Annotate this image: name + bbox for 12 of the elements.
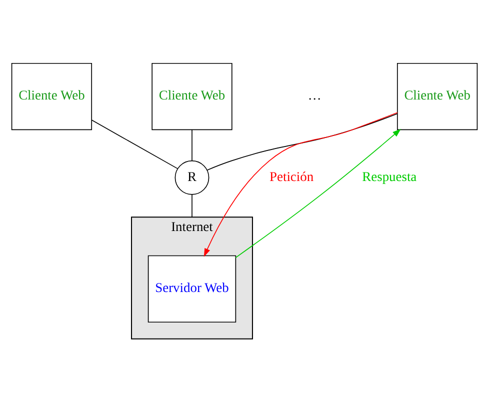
arrow [204,112,398,257]
edge-label: Respuesta [362,168,417,184]
arrow [235,128,401,258]
connector [91,120,178,169]
connector [206,113,398,170]
edge-label: Petición [270,168,314,184]
label: … [308,88,322,103]
node-box: Cliente Web [152,62,232,130]
node-box: Cliente Web [396,62,478,130]
node-box: Servidor Web [148,255,236,323]
node-box: Cliente Web [11,62,92,130]
node-circle: R [174,160,210,195]
